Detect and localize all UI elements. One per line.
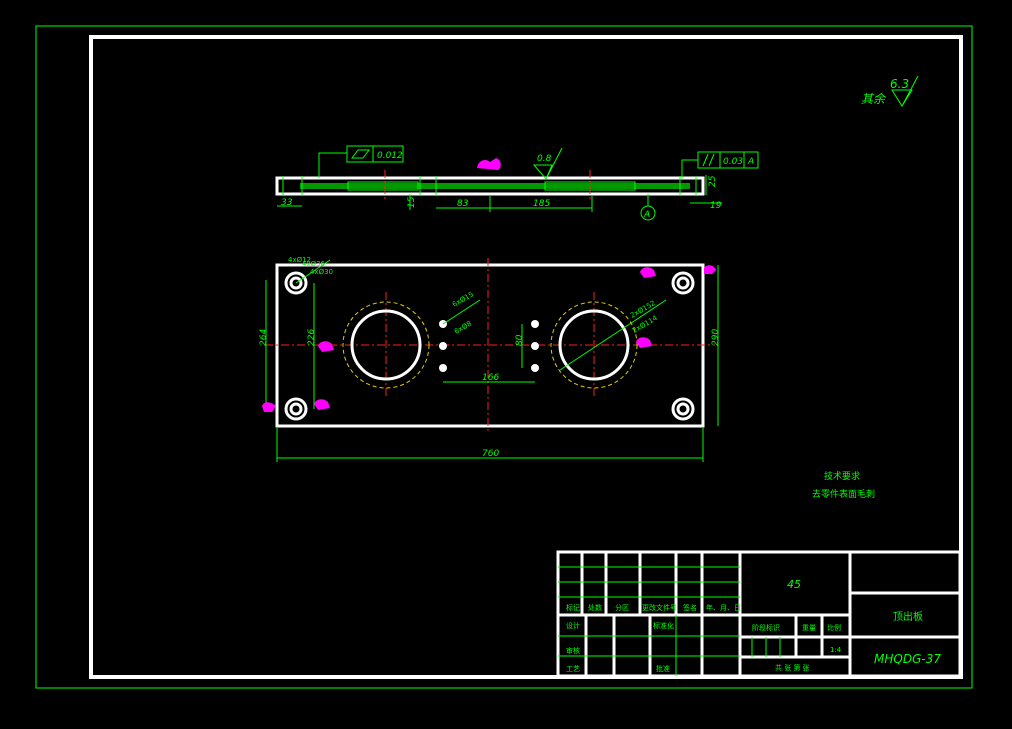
dim-80: 80 [515, 334, 525, 346]
outer-border [35, 25, 973, 689]
label-4x30: 4xØ30 [310, 268, 333, 276]
hdr-sign: 签名 [683, 603, 697, 612]
flatness-value: 0.012 [377, 151, 403, 161]
label-4x12: 4xØ12 [288, 256, 311, 264]
dim-185: 185 [533, 199, 550, 209]
datum-circle-label: A [643, 210, 650, 220]
dim-264: 264 [259, 329, 269, 346]
lbl-standardize: 标准化 [653, 621, 674, 630]
hdr-mark: 标记 [566, 603, 580, 612]
label-4x36: 4xØ36 [302, 260, 326, 268]
scale-value: 1:4 [830, 646, 842, 654]
lbl-stage: 阶段标识 [752, 623, 780, 632]
hdr-change-doc: 更改文件号 [642, 603, 677, 612]
plan-view: 4xØ12 4xØ36 4xØ30 6xØ15 6xØ8 2xØ152 2xØ1… [259, 256, 721, 462]
label-6x8: 6xØ8 [453, 320, 473, 336]
corner-holes [284, 271, 695, 421]
bore-right [558, 309, 630, 381]
surface-note-label: 其余 [861, 92, 887, 106]
parallel-frame [697, 151, 759, 169]
parallel-value: 0.03 [723, 157, 743, 167]
lbl-design: 设计 [566, 621, 580, 630]
datum-label: A [747, 157, 754, 167]
side-view-outline [275, 176, 705, 196]
bore-right-outer [550, 301, 638, 389]
dim-166: 166 [482, 373, 499, 383]
dim-290: 290 [711, 329, 721, 346]
flatness-frame [346, 145, 404, 163]
lbl-ratio: 比例 [827, 623, 841, 632]
side-view: 0.012 0.8 0.03 A 33 15 83 185 25 19 A [275, 145, 759, 221]
lbl-review: 审核 [566, 646, 580, 655]
lbl-weight: 重量 [802, 624, 816, 632]
inner-frame [89, 35, 963, 679]
part-name: 顶出板 [893, 610, 923, 623]
bore-left-outer [342, 301, 430, 389]
material-value: 45 [787, 578, 801, 591]
datum-circle [640, 205, 656, 221]
tech-requirements-title: 技术要求 [824, 470, 860, 482]
dim-760: 760 [482, 449, 499, 459]
hdr-count: 处数 [588, 603, 602, 612]
dim-25: 25 [708, 175, 718, 187]
roughness-value: 0.8 [537, 154, 552, 164]
drawing-number: MHQDG-37 [874, 652, 941, 666]
dim-83: 83 [457, 199, 469, 209]
lbl-approve: 批准 [656, 664, 670, 673]
surface-value: 6.3 [890, 77, 909, 91]
hdr-zone: 分区 [615, 603, 629, 612]
title-block: 标记 处数 分区 更改文件号 签名 年、月、日 设计 标准化 审核 工艺 批准 … [556, 550, 962, 678]
dim-33: 33 [281, 198, 293, 208]
lbl-sheets: 共 张 第 张 [775, 663, 810, 672]
hdr-date: 年、月、日 [706, 603, 741, 612]
tech-requirements-note: 去零件表面毛刺 [812, 488, 875, 500]
surface-roughness-note: 其余 6.3 [861, 75, 919, 107]
dim-226: 226 [307, 329, 317, 346]
magenta-markers [262, 265, 716, 412]
dim-15: 15 [407, 196, 417, 208]
dim-19: 19 [710, 201, 722, 211]
section-marker-icon [477, 158, 501, 170]
bore-left [350, 309, 422, 381]
lbl-process: 工艺 [566, 665, 580, 673]
